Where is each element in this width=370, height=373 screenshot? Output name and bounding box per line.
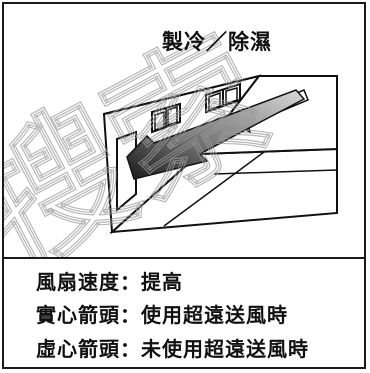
legend-solid-arrow-label: 實心箭頭 <box>36 303 120 327</box>
legend-solid-arrow-value: 使用超遠送風時 <box>141 303 288 327</box>
legend-fan-speed-value: 提高 <box>141 270 183 294</box>
legend-separator: ： <box>120 303 141 327</box>
legend-hollow-arrow-value: 未使用超遠送風時 <box>141 337 309 361</box>
floor-seam <box>163 151 265 227</box>
legend-fan-speed: 風扇速度：提高 <box>36 266 183 295</box>
legend-panel: 風扇速度：提高 實心箭頭：使用超遠送風時 虛心箭頭：未使用超遠送風時 <box>4 259 364 367</box>
figure-frame: 搜索 製冷／除濕 風扇速度：提高 實心箭頭：使用超遠送風時 虛心箭頭：未使用超遠… <box>2 2 366 369</box>
legend-solid-arrow: 實心箭頭：使用超遠送風時 <box>36 299 288 328</box>
mode-title: 製冷／除濕 <box>162 30 272 54</box>
legend-hollow-arrow-label: 虛心箭頭 <box>36 337 120 361</box>
legend-hollow-arrow: 虛心箭頭：未使用超遠送風時 <box>36 333 309 362</box>
room-airflow-illustration <box>102 74 338 235</box>
floor-seam <box>213 169 338 175</box>
ceiling-edge <box>103 75 260 115</box>
solid-arrow <box>126 89 306 180</box>
illustration-panel: 搜索 製冷／除濕 <box>4 4 364 259</box>
legend-fan-speed-label: 風扇速度 <box>36 270 120 294</box>
window-left <box>151 102 181 134</box>
window-right <box>205 82 241 114</box>
legend-separator: ： <box>120 337 141 361</box>
legend-separator: ： <box>120 270 141 294</box>
